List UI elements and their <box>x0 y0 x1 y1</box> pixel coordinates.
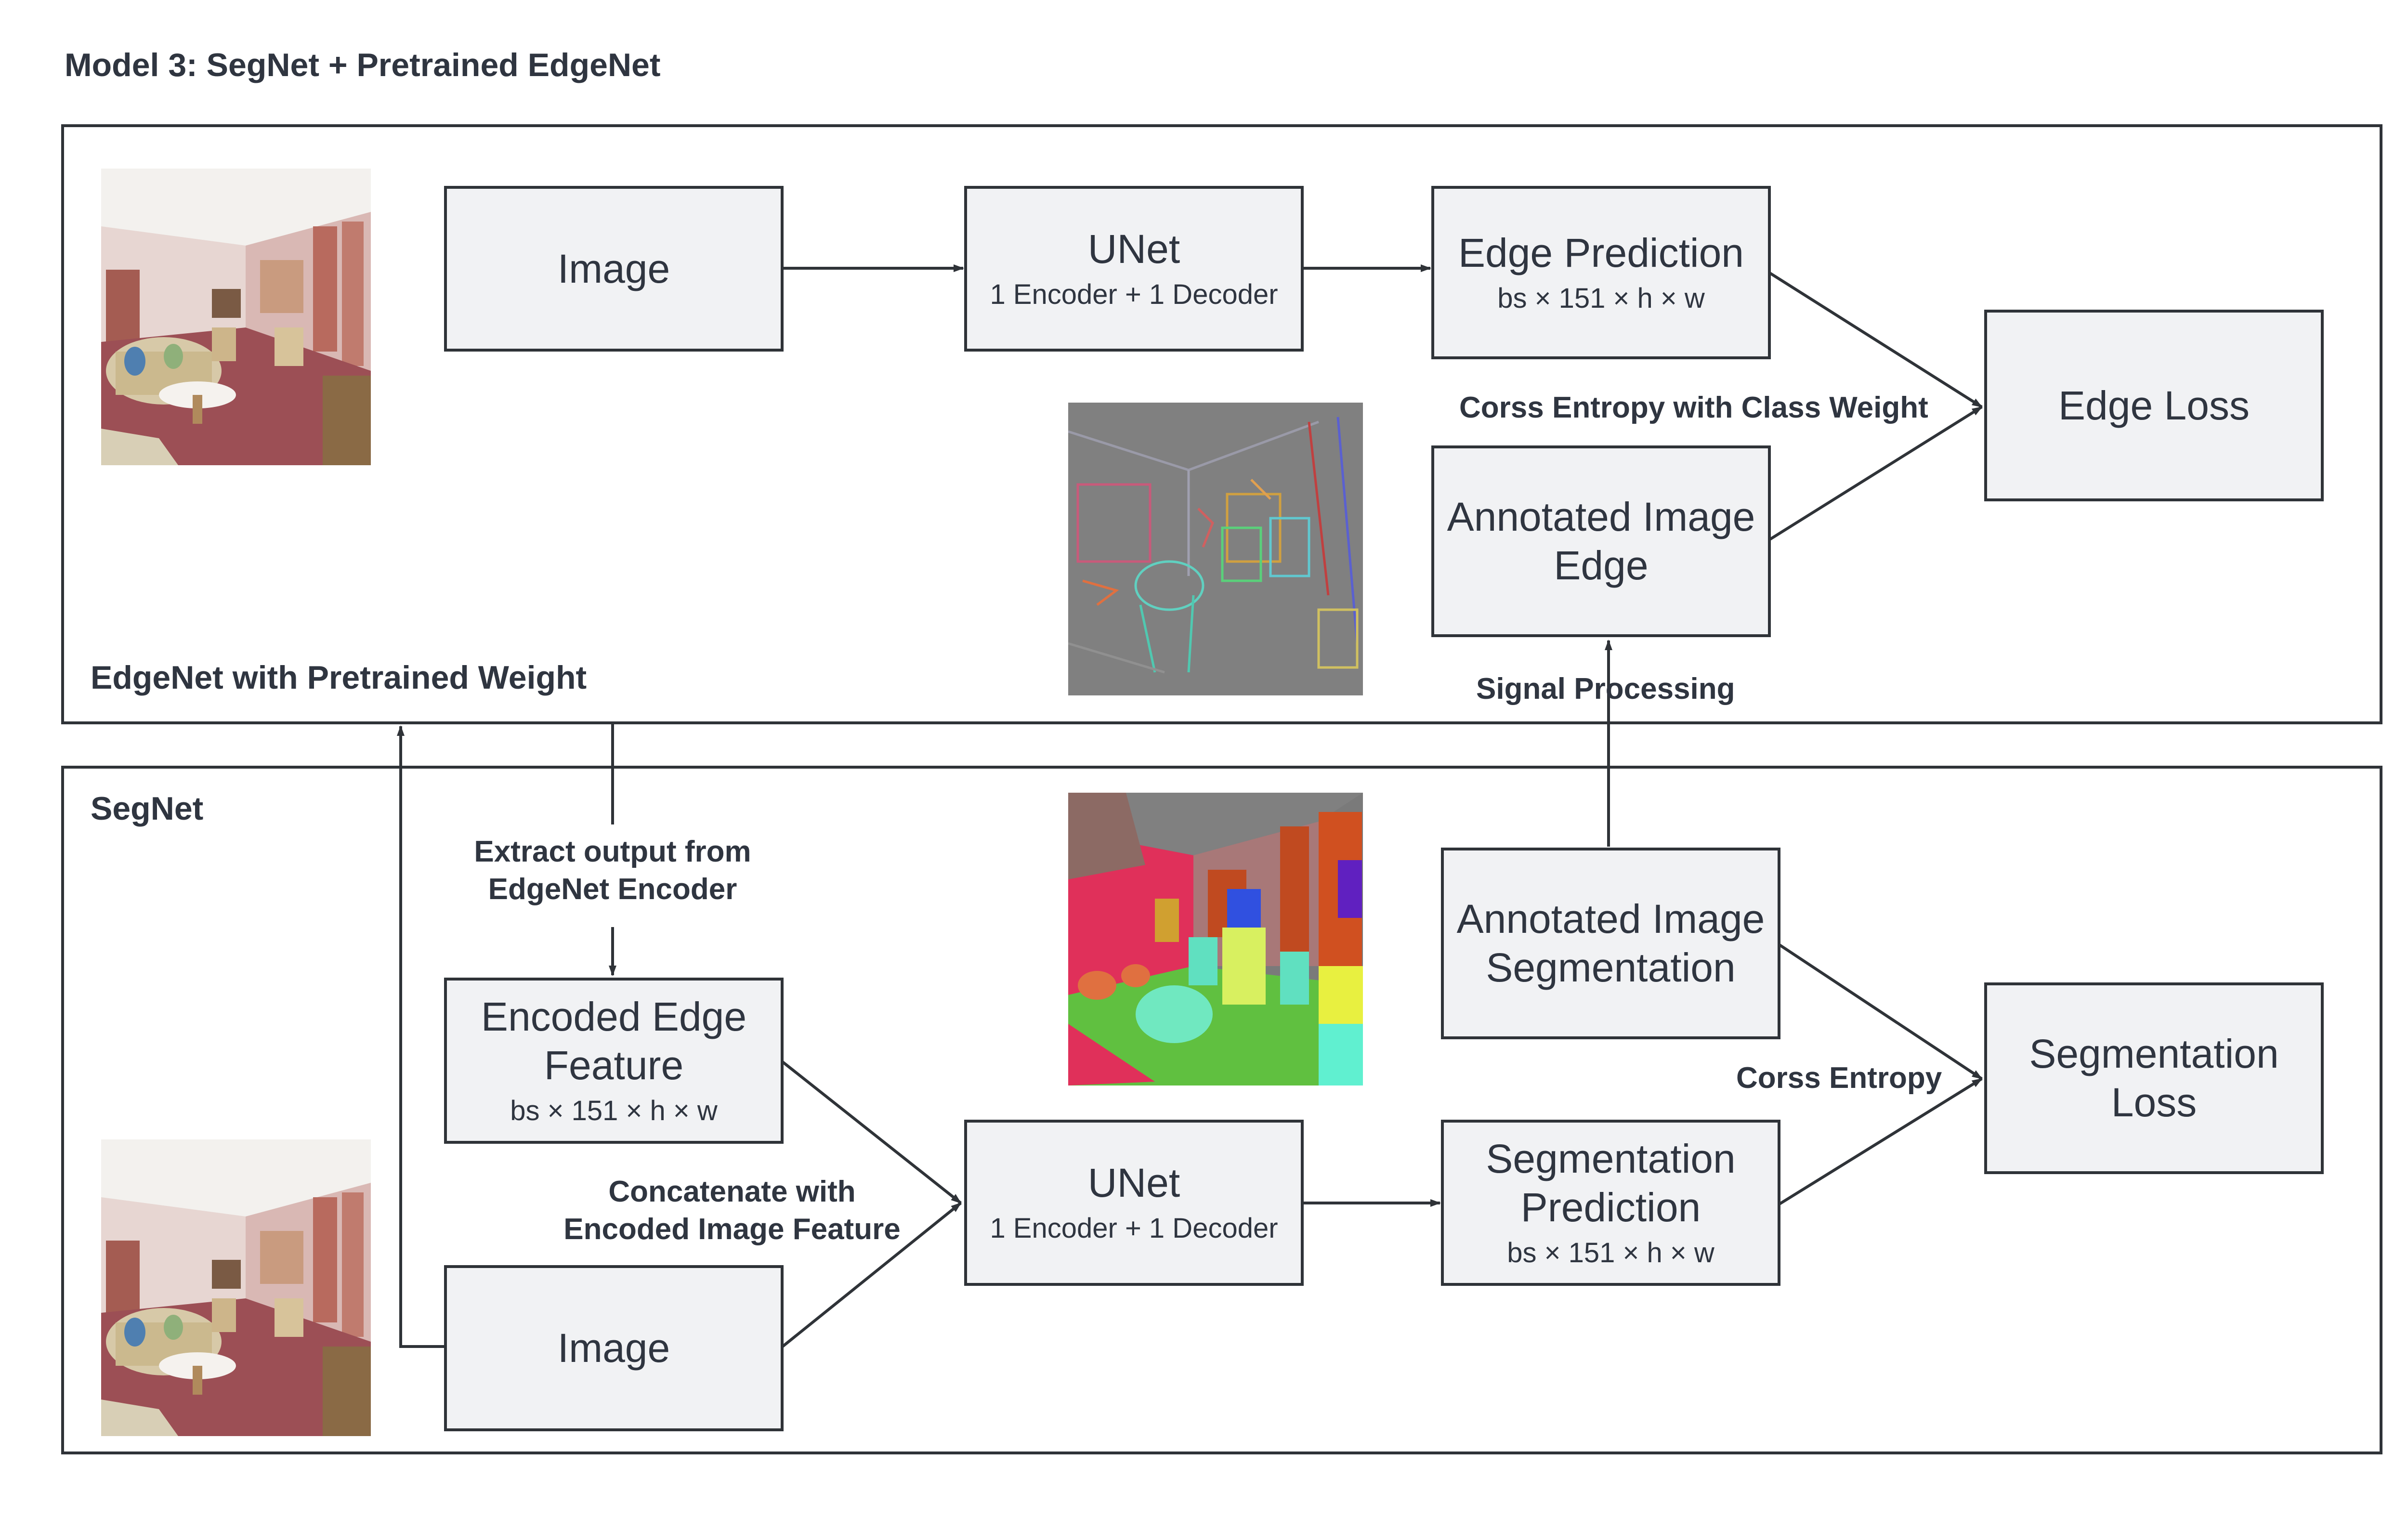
seg-image-node: Image <box>444 1265 784 1431</box>
edge-prediction-label: Edge Prediction <box>1458 230 1744 275</box>
arrow-annotated-seg-to-loss <box>1779 943 1983 1080</box>
arrow-image-to-unet-seg <box>782 1202 962 1348</box>
edge-prediction-node: Edge Prediction bs × 151 × h × w <box>1431 186 1771 359</box>
arrow-encoded-edge-to-unet <box>782 1060 962 1204</box>
edge-unet-label: UNet <box>1087 226 1180 272</box>
seg-unet-sublabel: 1 Encoder + 1 Decoder <box>990 1213 1278 1244</box>
room-photo-top <box>101 169 371 465</box>
extract-output-label: Extract output from EdgeNet Encoder <box>474 835 751 906</box>
seg-prediction-node: Segmentation Prediction bs × 151 × h × w <box>1441 1120 1780 1286</box>
seg-unet-node: UNet 1 Encoder + 1 Decoder <box>964 1120 1304 1286</box>
seg-prediction-label: Segmentation Prediction <box>1486 1136 1736 1230</box>
edgenet-panel-label: EdgeNet with Pretrained Weight <box>91 659 587 696</box>
seg-prediction-sublabel: bs × 151 × h × w <box>1507 1237 1714 1268</box>
edge-unet-node: UNet 1 Encoder + 1 Decoder <box>964 186 1304 352</box>
arrow-seg-prediction-to-loss <box>1779 1077 1983 1205</box>
edge-prediction-sublabel: bs × 151 × h × w <box>1497 282 1705 314</box>
encoded-edge-label: Encoded Edge Feature <box>481 994 747 1088</box>
seg-loss-label: Segmentation Loss <box>2029 1031 2279 1125</box>
segnet-panel-label: SegNet <box>91 790 204 827</box>
edge-loss-type-label: Corss Entropy with Class Weight <box>1459 391 1928 424</box>
seg-loss-type-label: Corss Entropy <box>1736 1061 1942 1095</box>
seg-image-label: Image <box>557 1325 670 1371</box>
annotated-edge-node: Annotated Image Edge <box>1431 445 1771 637</box>
arrow-seg-image-to-edgenet <box>397 725 444 1348</box>
annotated-seg-label: Annotated Image Segmentation <box>1456 896 1765 990</box>
edge-image-node: Image <box>444 186 784 352</box>
edge-loss-label: Edge Loss <box>2058 382 2250 428</box>
diagram-title: Model 3: SegNet + Pretrained EdgeNet <box>65 47 661 83</box>
arrow-annotated-edge-to-loss <box>1769 405 1983 541</box>
seg-loss-node: Segmentation Loss <box>1984 982 2324 1174</box>
signal-processing-label: Signal Processing <box>1476 672 1735 706</box>
edge-image-label: Image <box>557 246 670 291</box>
arrow-edge-prediction-to-loss <box>1769 272 1983 408</box>
annotated-seg-node: Annotated Image Segmentation <box>1441 848 1780 1039</box>
encoded-edge-sublabel: bs × 151 × h × w <box>510 1095 718 1126</box>
annotated-edge-label: Annotated Image Edge <box>1447 494 1755 588</box>
edge-map-image <box>1068 403 1363 695</box>
edge-unet-sublabel: 1 Encoder + 1 Decoder <box>990 278 1278 310</box>
room-photo-bottom <box>101 1139 371 1436</box>
concatenate-label: Concatenate with Encoded Image Feature <box>563 1175 901 1246</box>
encoded-edge-node: Encoded Edge Feature bs × 151 × h × w <box>444 978 784 1144</box>
seg-unet-label: UNet <box>1087 1160 1180 1206</box>
segmentation-map-image <box>1068 793 1363 1085</box>
edge-loss-node: Edge Loss <box>1984 310 2324 501</box>
